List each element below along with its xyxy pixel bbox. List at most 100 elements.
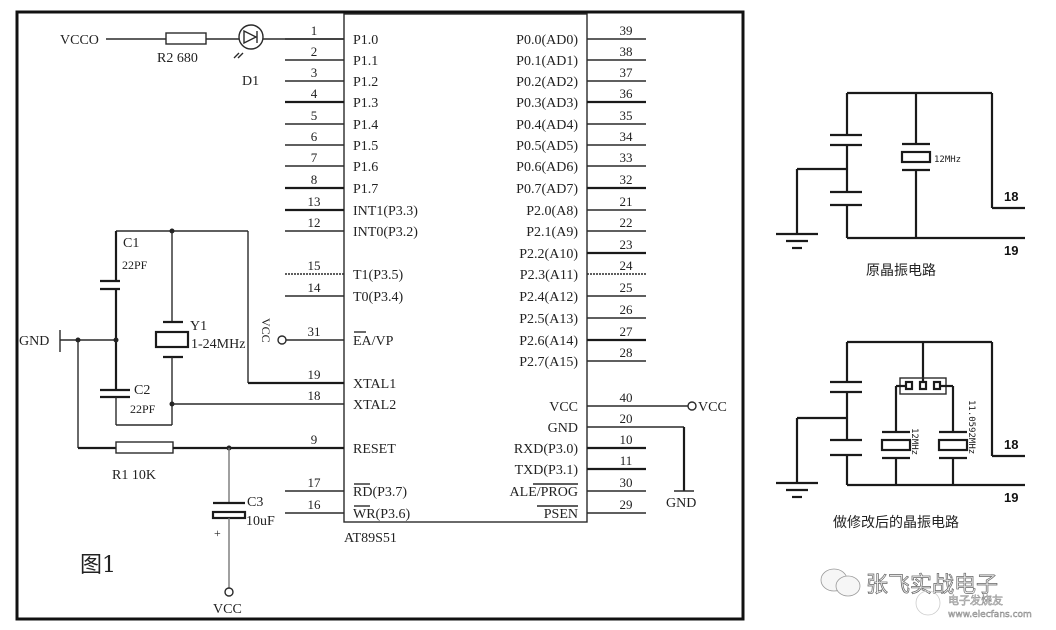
crystal-12mhz xyxy=(900,150,932,164)
pin-number: 13 xyxy=(308,194,321,209)
pin-number: 23 xyxy=(620,237,633,252)
pin-number: 12 xyxy=(308,215,321,230)
pin-name: P0.7(AD7) xyxy=(516,182,578,197)
pin-name: P2.0(A8) xyxy=(526,204,578,219)
pin-name: P1.1 xyxy=(353,54,378,69)
gnd-right-label: GND xyxy=(666,496,696,511)
inset-original-crystal: 12MHz 18 19 原晶振电路 xyxy=(776,91,1025,279)
c3-polarity: + xyxy=(214,526,221,540)
pin-name: INT1(P3.3) xyxy=(353,204,418,219)
pin-name: P0.3(AD3) xyxy=(516,96,578,111)
led-circuit: VCCO R2 680 D1 xyxy=(60,24,344,89)
pin-name: P0.4(AD4) xyxy=(516,118,578,133)
chip-right-pins: 39P0.0(AD0)38P0.1(AD1)37P0.2(AD2)36P0.3(… xyxy=(510,23,646,522)
crystal-a xyxy=(880,438,912,452)
c3-label: C3 xyxy=(247,495,263,510)
c2-value: 22PF xyxy=(130,402,156,416)
pin-number: 17 xyxy=(308,475,322,490)
pin-number: 2 xyxy=(311,44,318,59)
pin-name: ALE/PROG xyxy=(510,485,578,500)
pin-number: 20 xyxy=(620,411,633,426)
chip-part-label: AT89S51 xyxy=(344,531,397,546)
pin-number: 19 xyxy=(308,367,321,382)
chip-body xyxy=(343,13,588,523)
inset-modified-caption: 做修改后的晶振电路 xyxy=(833,515,959,531)
chip-pin-left: 1P1.0 xyxy=(285,23,378,48)
crystal-circuit: C1 22PF C2 22PF Y1 1-24MHz GND xyxy=(19,228,344,448)
pin-number: 36 xyxy=(620,86,634,101)
vcc-led-label: VCCO xyxy=(60,33,99,48)
elecfans-logo-icon xyxy=(915,590,941,616)
crystal-a-value: 12MHz xyxy=(909,428,919,455)
watermark-brand: 张飞实战电子 xyxy=(866,573,998,598)
pin-number: 9 xyxy=(311,432,318,447)
crystal-b-value: 11.0592MHz xyxy=(966,400,976,454)
chip-pin-left: 5P1.4 xyxy=(285,108,378,133)
pin-name: P1.3 xyxy=(353,96,378,111)
figure-label: 图1 xyxy=(80,553,116,578)
pin-number: 37 xyxy=(620,65,634,80)
gnd-left-label: GND xyxy=(19,334,49,349)
pin-number: 40 xyxy=(620,390,633,405)
inset-pin-18: 18 xyxy=(1004,189,1018,204)
led-light-icon xyxy=(233,52,244,59)
pin-name: PSEN xyxy=(544,507,578,522)
pin-number: 30 xyxy=(620,475,633,490)
inset-pin-19: 19 xyxy=(1004,490,1018,505)
pin-number: 27 xyxy=(620,324,634,339)
pin-number: 24 xyxy=(620,258,634,273)
pin-number: 18 xyxy=(308,388,321,403)
pin-name: INT0(P3.2) xyxy=(353,225,418,240)
inset-modified-crystal: 12MHz 11.0592MHz 18 19 做修改后的晶振电路 xyxy=(776,340,1025,531)
pin-number: 39 xyxy=(620,23,633,38)
watermark-site-url: www.elecfans.com xyxy=(948,610,1032,620)
pin-name: P1.5 xyxy=(353,139,378,154)
pin-name: P2.5(A13) xyxy=(519,312,578,327)
ea-vcc: VCC xyxy=(259,318,344,345)
reset-circuit: R1 10K C3 10uF + VCC xyxy=(78,441,344,617)
pin-name: P2.7(A15) xyxy=(519,355,578,370)
pin-name: XTAL2 xyxy=(353,398,396,413)
chip-pin-left: 4P1.3 xyxy=(285,86,378,111)
watermark-site-cn: 电子发烧友 xyxy=(948,593,1003,607)
schematic-frame xyxy=(15,10,745,621)
pin-name: TXD(P3.1) xyxy=(515,463,579,478)
pin-number: 6 xyxy=(311,129,318,144)
pin-name: GND xyxy=(548,421,578,436)
vcc-right-label: VCC xyxy=(698,400,727,415)
pin-name: P0.0(AD0) xyxy=(516,33,578,48)
vcc-terminal-icon xyxy=(277,335,287,345)
c1-value: 22PF xyxy=(122,258,148,272)
pin-number: 32 xyxy=(620,172,633,187)
pin-number: 11 xyxy=(620,453,633,468)
crystal-value: 12MHz xyxy=(934,155,961,165)
pin-name: P0.6(AD6) xyxy=(516,160,578,175)
pin-number: 14 xyxy=(308,280,322,295)
watermark: 张飞实战电子 电子发烧友 www.elecfans.com xyxy=(820,568,1032,620)
led-d1 xyxy=(238,24,264,50)
pin-number: 8 xyxy=(311,172,318,187)
pin-name: P0.1(AD1) xyxy=(516,54,578,69)
pin-name: P2.6(A14) xyxy=(519,334,578,349)
pin-name: P2.1(A9) xyxy=(526,225,578,240)
crystal-y1 xyxy=(154,330,190,349)
pin-number: 4 xyxy=(311,86,318,101)
pin-name: WR(P3.6) xyxy=(353,507,411,522)
